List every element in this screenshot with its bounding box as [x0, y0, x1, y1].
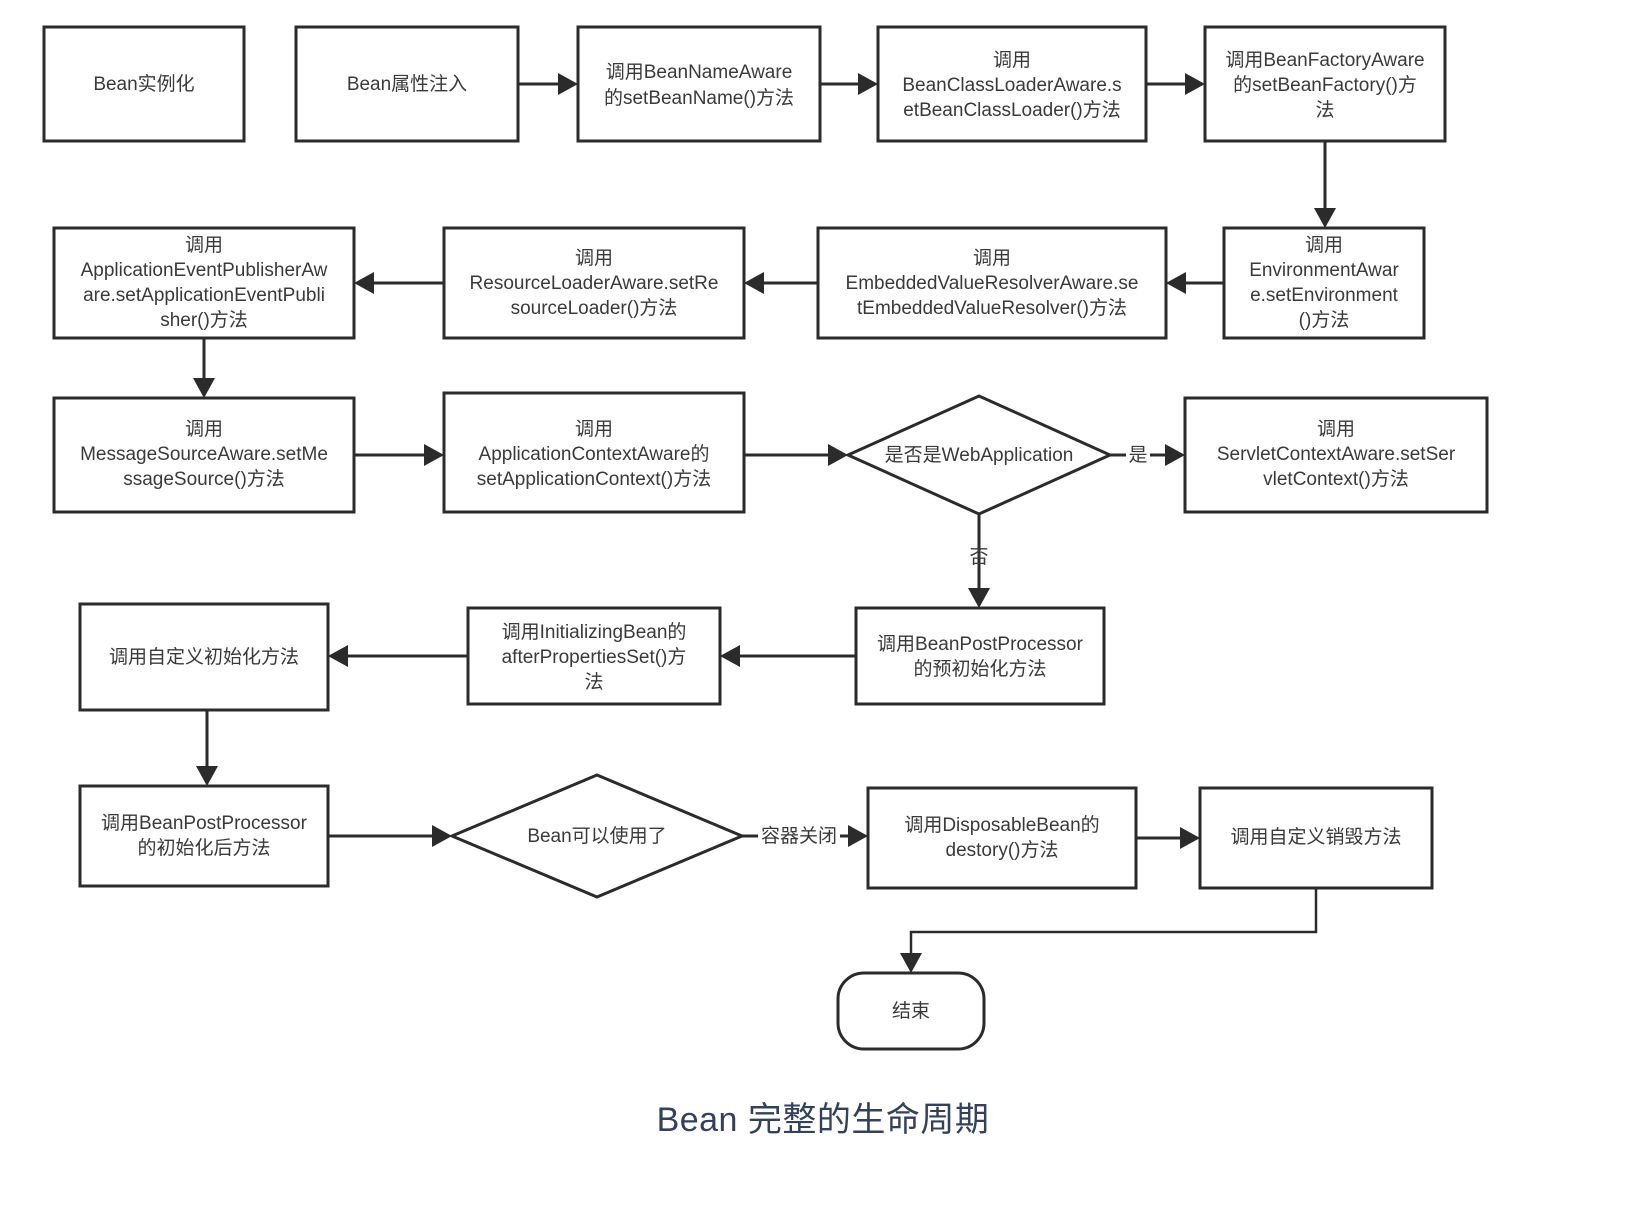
diagram-caption: Bean 完整的生命周期 — [656, 1101, 990, 1139]
node-label: are.setApplicationEventPubli — [83, 285, 325, 306]
node-label: 调用 — [575, 247, 613, 269]
node-label: 调用 — [185, 418, 223, 440]
node-label: ()方法 — [1299, 309, 1350, 331]
edge-beanpostprocessor-pre-to-initializingbean — [720, 645, 856, 667]
node-label: 调用 — [1317, 418, 1355, 440]
node-label: ServletContextAware.setSer — [1217, 444, 1456, 465]
node-disposablebean[interactable]: 调用DisposableBean的 destory()方法 — [866, 786, 1138, 890]
node-label: 调用 — [185, 234, 223, 256]
node-servletcontextaware[interactable]: 调用 ServletContextAware.setSer vletContex… — [1183, 396, 1489, 514]
edge-webapplication-no-to-beanpostprocessor-pre: 否 — [968, 514, 990, 608]
node-label: ApplicationEventPublisherAw — [81, 260, 328, 281]
node-label: MessageSourceAware.setMe — [80, 444, 328, 465]
edge-embeddedvalueresolveraware-to-resourceloaderaware — [744, 272, 818, 294]
node-messagesourceaware[interactable]: 调用 MessageSourceAware.setMe ssageSource(… — [52, 396, 356, 514]
edge-beanfactoryaware-to-environmentaware — [1314, 141, 1336, 228]
node-label: 结束 — [892, 1000, 930, 1022]
node-label: Bean属性注入 — [347, 73, 467, 95]
node-applicationeventpublisheraware[interactable]: 调用 ApplicationEventPublisherAw are.setAp… — [52, 226, 356, 340]
node-label: 调用InitializingBean的 — [502, 621, 687, 643]
nodes-layer: Bean实例化 Bean属性注入 调用BeanNameAware 的setBea… — [42, 25, 1489, 1051]
node-label: destory()方法 — [946, 839, 1059, 861]
edge-resourceloaderaware-to-applicationeventpublisheraware — [354, 272, 444, 294]
node-label: 法 — [584, 671, 603, 693]
node-beanpostprocessor-pre-init[interactable]: 调用BeanPostProcessor 的预初始化方法 — [854, 606, 1106, 706]
node-label: 调用 — [575, 418, 613, 440]
node-label: sourceLoader()方法 — [511, 297, 678, 319]
node-beanpostprocessor-post-init[interactable]: 调用BeanPostProcessor 的初始化后方法 — [78, 784, 330, 888]
node-label: 调用DisposableBean的 — [904, 814, 1099, 836]
node-beanclassloaderaware[interactable]: 调用 BeanClassLoaderAware.s etBeanClassLoa… — [876, 25, 1148, 143]
node-initializingbean[interactable]: 调用InitializingBean的 afterPropertiesSet()… — [466, 606, 722, 706]
node-label: 是否是WebApplication — [885, 445, 1074, 466]
edge-label-no: 否 — [969, 547, 988, 568]
edge-beanclassloaderaware-to-beanfactoryaware — [1146, 73, 1205, 95]
node-label: 的预初始化方法 — [913, 658, 1046, 680]
node-environmentaware[interactable]: 调用 EnvironmentAwar e.setEnvironment ()方法 — [1222, 226, 1426, 340]
node-label: EmbeddedValueResolverAware.se — [846, 273, 1139, 294]
node-bean-instantiation[interactable]: Bean实例化 — [42, 25, 246, 143]
edge-disposablebean-to-custom-destroy — [1136, 827, 1200, 849]
node-label: afterPropertiesSet()方 — [502, 646, 687, 668]
node-label: Bean实例化 — [93, 73, 194, 95]
node-label: 的初始化后方法 — [137, 837, 270, 859]
node-label: Bean可以使用了 — [527, 825, 666, 847]
edge-applicationcontextaware-to-webapplication-decision — [744, 444, 848, 466]
edges-layer: 是 否 — [193, 73, 1336, 973]
node-bean-ready[interactable]: Bean可以使用了 — [448, 773, 746, 899]
node-bean-property-injection[interactable]: Bean属性注入 — [294, 25, 520, 143]
edge-environmentaware-to-embeddedvalueresolveraware — [1166, 272, 1224, 294]
node-label: 调用BeanPostProcessor — [101, 812, 308, 834]
node-label: ssageSource()方法 — [123, 468, 285, 490]
edge-bean-ready-to-disposablebean: 容器关闭 — [742, 825, 868, 847]
node-label: 的setBeanName()方法 — [604, 87, 794, 109]
edge-messagesourceaware-to-applicationcontextaware — [354, 444, 444, 466]
node-label: 调用 — [993, 49, 1031, 71]
node-label: 调用BeanPostProcessor — [877, 633, 1084, 655]
node-label: 法 — [1315, 99, 1334, 121]
node-label: tEmbeddedValueResolver()方法 — [857, 297, 1127, 319]
node-embeddedvalueresolveraware[interactable]: 调用 EmbeddedValueResolverAware.se tEmbedd… — [816, 226, 1168, 340]
node-label: 调用BeanNameAware — [606, 61, 793, 83]
edge-custom-init-to-beanpostprocessor-post — [196, 710, 218, 786]
node-webapplication-decision[interactable]: 是否是WebApplication — [844, 394, 1114, 516]
node-custom-destroy-method[interactable]: 调用自定义销毁方法 — [1198, 786, 1434, 890]
node-end[interactable]: 结束 — [836, 971, 986, 1051]
node-label: 调用 — [1305, 234, 1343, 256]
edge-label-container-closed: 容器关闭 — [761, 825, 837, 847]
node-label: etBeanClassLoader()方法 — [903, 99, 1121, 121]
edge-custom-destroy-to-end — [900, 888, 1318, 973]
node-label: BeanClassLoaderAware.s — [902, 75, 1121, 96]
edge-beanpostprocessor-post-to-bean-ready — [328, 825, 452, 847]
node-applicationcontextaware[interactable]: 调用 ApplicationContextAware的 setApplicati… — [442, 391, 746, 514]
node-label: 调用自定义销毁方法 — [1230, 826, 1401, 848]
edge-applicationeventpublisheraware-to-messagesourceaware — [193, 338, 215, 398]
node-beannameaware[interactable]: 调用BeanNameAware 的setBeanName()方法 — [576, 25, 822, 143]
node-label: sher()方法 — [160, 309, 248, 331]
edge-bean-property-to-beannameaware — [518, 73, 578, 95]
node-label: 调用 — [973, 247, 1011, 269]
edge-webapplication-yes-to-servletcontextaware: 是 — [1110, 444, 1185, 466]
node-label: ResourceLoaderAware.setRe — [470, 273, 719, 294]
node-resourceloaderaware[interactable]: 调用 ResourceLoaderAware.setRe sourceLoade… — [442, 226, 746, 340]
edge-label-yes: 是 — [1128, 445, 1147, 466]
edge-beannameaware-to-beanclassloaderaware — [820, 73, 878, 95]
node-label: e.setEnvironment — [1250, 285, 1399, 306]
node-label: 调用自定义初始化方法 — [109, 646, 299, 668]
node-beanfactoryaware[interactable]: 调用BeanFactoryAware 的setBeanFactory()方 法 — [1203, 25, 1447, 143]
node-label: EnvironmentAwar — [1249, 260, 1399, 281]
node-label: 的setBeanFactory()方 — [1233, 74, 1417, 96]
node-label: 调用BeanFactoryAware — [1225, 49, 1424, 71]
node-custom-init-method[interactable]: 调用自定义初始化方法 — [78, 602, 330, 712]
node-label: ApplicationContextAware的 — [479, 443, 710, 465]
node-label: vletContext()方法 — [1263, 468, 1409, 490]
node-label: setApplicationContext()方法 — [477, 468, 711, 490]
edge-initializingbean-to-custom-init — [328, 645, 468, 667]
